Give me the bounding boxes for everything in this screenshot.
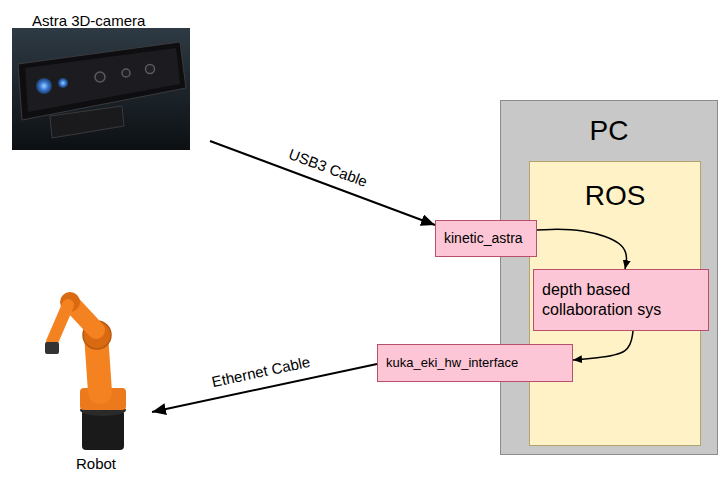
ros-box: ROSkinetic_astradepth based collaboratio… [529,161,701,446]
process-label: depth based collaboration sys [542,280,692,320]
camera-heading: Astra 3D-camera [10,8,145,31]
flow-arrow [573,331,633,360]
camera-photo-ground [12,28,190,150]
edge-label: Ethernet Cable [207,352,314,392]
process-box: depth based collaboration sys [533,269,709,331]
camera-stand [50,106,124,138]
cable-arrow [152,364,377,412]
flow-arrow [537,229,627,269]
robot-flange [45,342,59,354]
robot-heading: Robot [76,455,116,474]
camera-lens [146,65,155,74]
edge-label: USB3 Cable [283,144,372,192]
camera-illustration [12,28,190,150]
camera-lens [95,72,105,82]
process-label: kuka_eki_hw_interface [386,355,518,371]
process-label: kinetic_astra [444,230,523,248]
cable-arrow [210,141,435,225]
camera-lens [122,69,130,77]
box-heading: PC [590,113,629,148]
robot-illustration [45,292,126,450]
box-heading: ROS [585,178,646,213]
camera-light [58,78,68,88]
robot-forearm [52,305,68,342]
process-box: kinetic_astra [435,220,537,257]
process-box: kuka_eki_hw_interface [377,344,573,382]
camera-node: Astra 3D-camera [10,8,210,153]
pc-box: PC ROSkinetic_astradepth based collaborat… [500,100,718,455]
robot-node: Robot [40,285,152,480]
camera-light [36,78,52,94]
camera-front [25,48,180,112]
